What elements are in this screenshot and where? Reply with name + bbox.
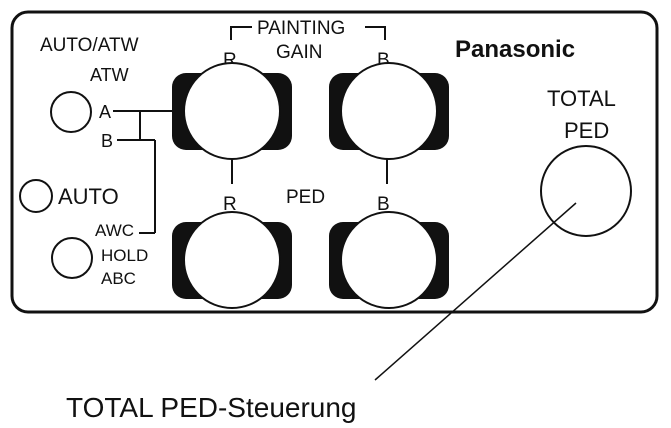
r-ped-label: R: [223, 194, 237, 215]
painting-label: PAINTING: [257, 18, 345, 39]
knob-connector-lines: [231, 155, 388, 184]
total-ped-label: PED: [564, 118, 609, 143]
callout-leader-line: [374, 202, 577, 381]
painting-bracket: [230, 26, 386, 40]
abc-label: ABC: [101, 269, 136, 288]
ped-label: PED: [286, 187, 325, 208]
gain-label: GAIN: [276, 42, 322, 63]
b-ped-label: B: [377, 194, 390, 215]
b-ped-knob[interactable]: [329, 211, 449, 309]
auto-atw-title: AUTO/ATW: [40, 35, 139, 56]
awc-button[interactable]: [51, 237, 93, 279]
hold-label: HOLD: [101, 246, 148, 265]
b-gain-knob[interactable]: [329, 62, 449, 160]
switch-bracket-lines: [113, 110, 172, 234]
panel-frame: [10, 10, 659, 314]
atw-button[interactable]: [50, 91, 92, 133]
auto-label: AUTO: [58, 184, 119, 209]
brand-logo: Panasonic: [455, 36, 575, 63]
atw-label: ATW: [90, 65, 129, 85]
a-label: A: [99, 102, 111, 122]
callout-caption: TOTAL PED-Steuerung: [66, 392, 357, 423]
auto-button[interactable]: [19, 179, 53, 213]
b-label: B: [101, 131, 113, 151]
total-label: TOTAL: [547, 86, 616, 111]
awc-label: AWC: [95, 221, 134, 240]
r-ped-knob[interactable]: [172, 211, 292, 309]
r-gain-knob[interactable]: [172, 62, 292, 160]
